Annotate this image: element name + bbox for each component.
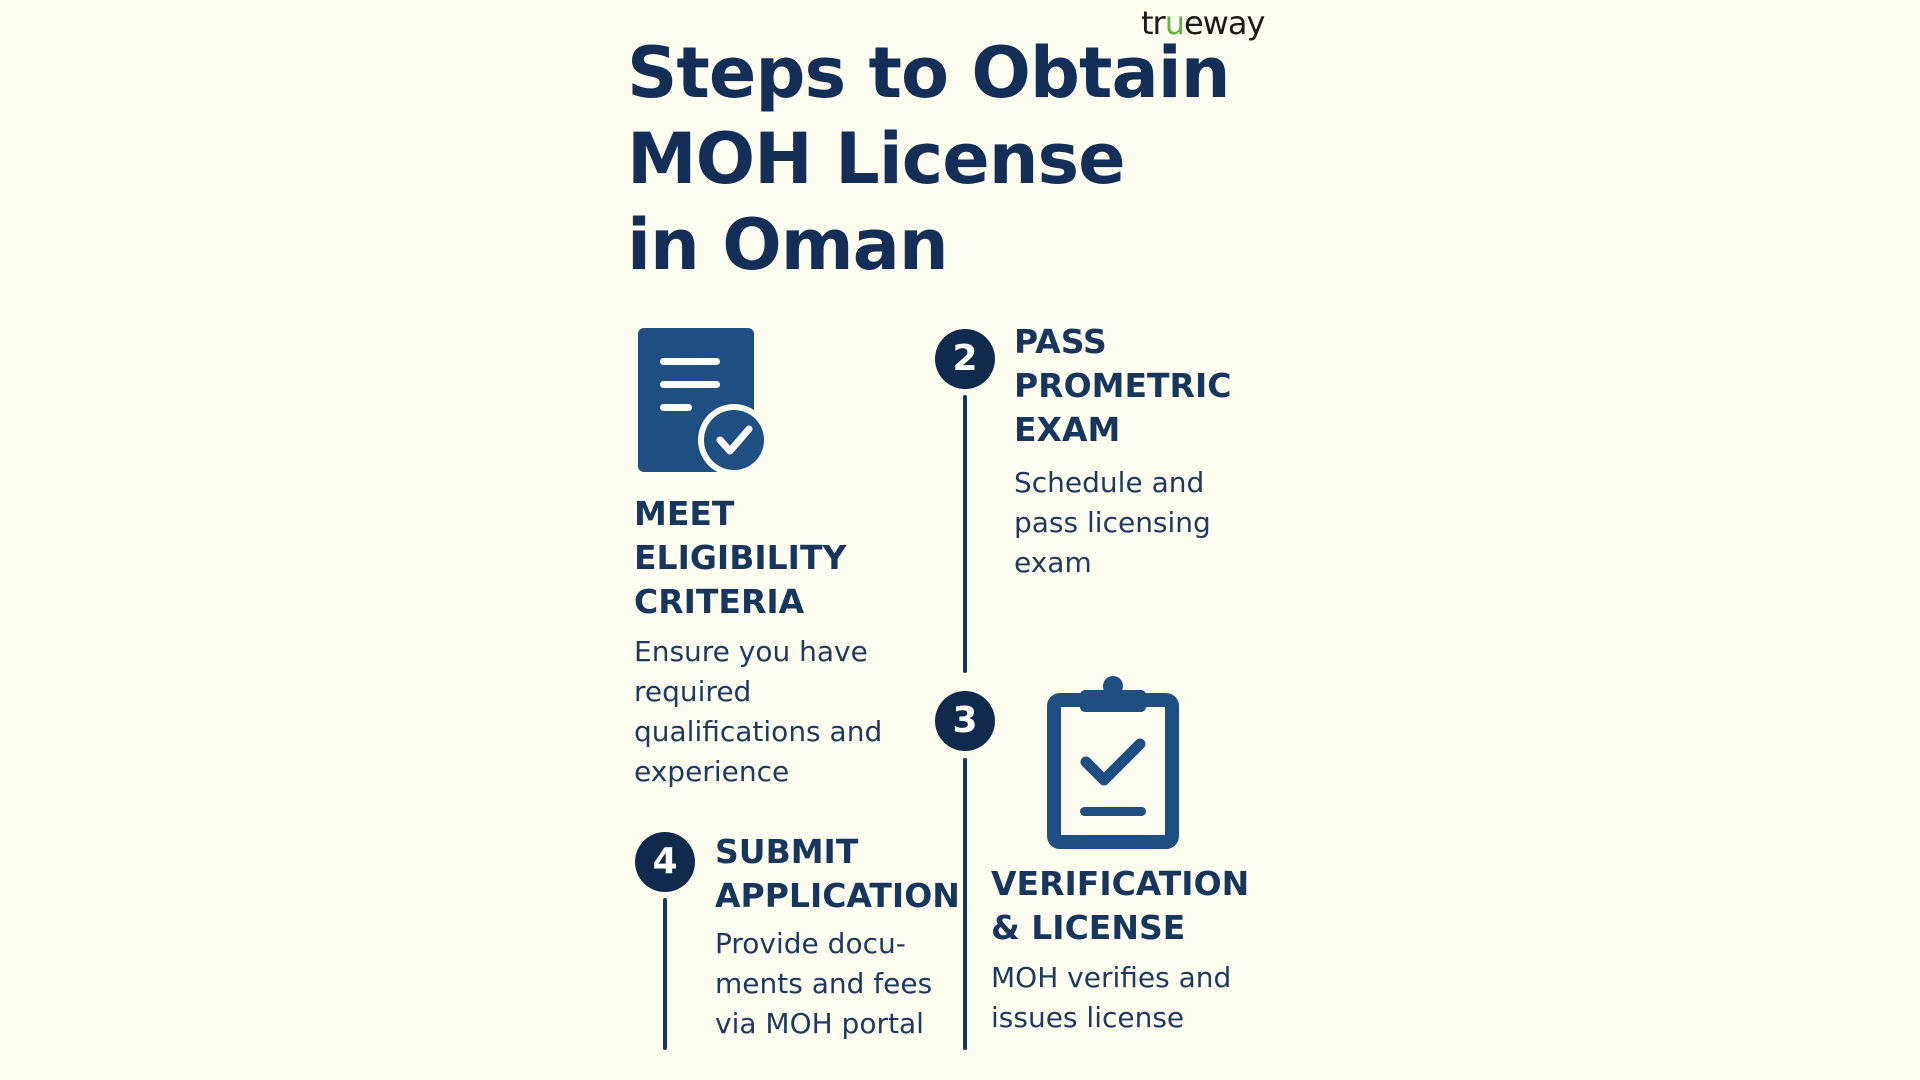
- step-2-connector-line: [963, 395, 967, 673]
- step-2-badge: 2: [935, 329, 995, 389]
- trueway-logo: trueway: [1141, 4, 1265, 42]
- title-line-3: in Oman: [627, 204, 949, 286]
- title-line-2: MOH License: [627, 118, 1126, 200]
- step-3-description: MOH verifies and issues license: [991, 961, 1232, 1034]
- step-2-heading: PASS PROMETRIC EXAM: [1014, 322, 1232, 449]
- step-2-description: Schedule and pass licensing exam: [1014, 466, 1211, 579]
- step-3-connector-line: [963, 758, 967, 1050]
- title-line-1: Steps to Obtain: [627, 32, 1231, 114]
- step-3-badge: 3: [935, 691, 995, 751]
- step-4-connector-line: [663, 898, 667, 1050]
- step-4-heading: SUBMIT APPLICATION: [715, 832, 960, 915]
- step-4-badge: 4: [635, 832, 695, 892]
- document-check-icon: [636, 326, 770, 476]
- step-4-description: Provide docu- ments and fees via MOH por…: [715, 927, 933, 1040]
- step-1-heading: MEET ELIGIBILITY CRITERIA: [634, 494, 847, 621]
- clipboard-check-icon: [1046, 672, 1180, 852]
- step-1-description: Ensure you have required qualifications …: [634, 635, 883, 788]
- step-3-heading: VERIFICATION & LICENSE: [991, 864, 1250, 947]
- page-title: Steps to Obtain MOH License in Oman: [627, 30, 1231, 288]
